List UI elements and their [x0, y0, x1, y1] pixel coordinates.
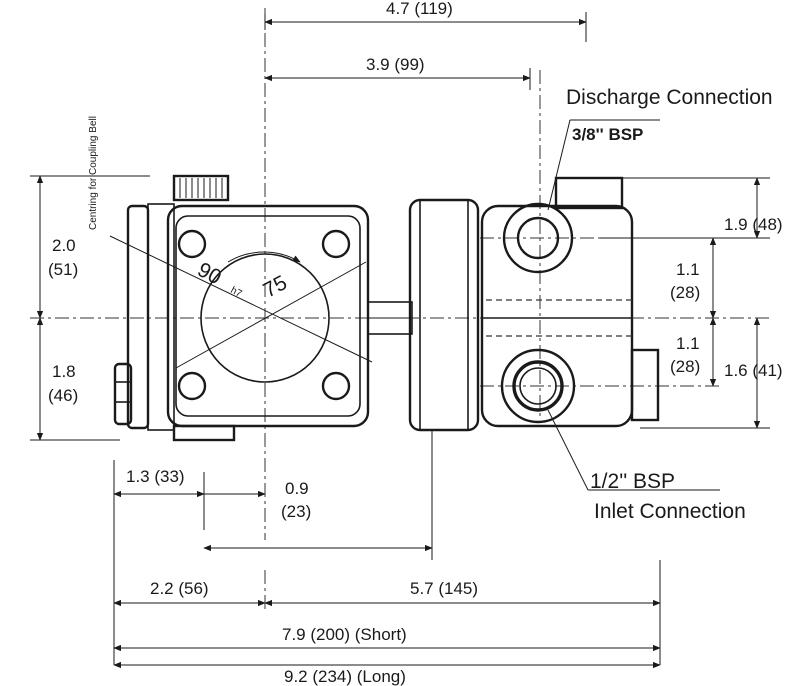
dim-port-spacing-lower-l1: 1.1	[676, 334, 700, 353]
pump-body	[109, 174, 660, 442]
dim-upper-height-l2: (51)	[48, 260, 78, 279]
leader-lines	[547, 119, 720, 491]
dim-port-spacing-lower-l2: (28)	[670, 357, 700, 376]
inlet-thread-size: 1/2'' BSP	[590, 470, 675, 493]
dim-center-offset-l1: 0.9	[285, 479, 309, 498]
dim-overall-long: 9.2 (234) (Long)	[284, 667, 406, 686]
dim-flange-offset: 1.3 (33)	[126, 467, 185, 486]
coupling-bell-note: Centring for Coupling Bell	[88, 116, 99, 230]
discharge-thread-size: 3/8'' BSP	[572, 125, 643, 144]
dim-overall-short: 7.9 (200) (Short)	[282, 625, 407, 644]
dim-center-offset-l2: (23)	[281, 502, 311, 521]
dim-discharge-top: 1.9 (48)	[724, 215, 783, 234]
dim-center-to-right: 5.7 (145)	[410, 579, 478, 598]
pilot-diameter-label: 90	[194, 258, 225, 289]
dim-lower-height-l2: (46)	[48, 386, 78, 405]
dim-left-to-center: 2.2 (56)	[150, 579, 209, 598]
bolt-circle-label: 75	[260, 271, 291, 302]
inlet-connection-title: Inlet Connection	[594, 500, 746, 523]
extension-lines	[30, 12, 770, 665]
dim-inlet-bottom: 1.6 (41)	[724, 361, 783, 380]
pilot-tolerance-label: h7	[229, 285, 244, 300]
discharge-connection-title: Discharge Connection	[566, 86, 773, 109]
dim-width-to-discharge-center: 3.9 (99)	[366, 55, 425, 74]
dimension-lines	[36, 18, 761, 669]
dim-lower-height-l1: 1.8	[52, 362, 76, 381]
knurl-lines	[179, 178, 223, 198]
dim-width-to-discharge-far: 4.7 (119)	[386, 0, 453, 18]
dim-upper-height-l1: 2.0	[52, 236, 76, 255]
dim-port-spacing-upper-l1: 1.1	[676, 260, 700, 279]
dim-port-spacing-upper-l2: (28)	[670, 283, 700, 302]
